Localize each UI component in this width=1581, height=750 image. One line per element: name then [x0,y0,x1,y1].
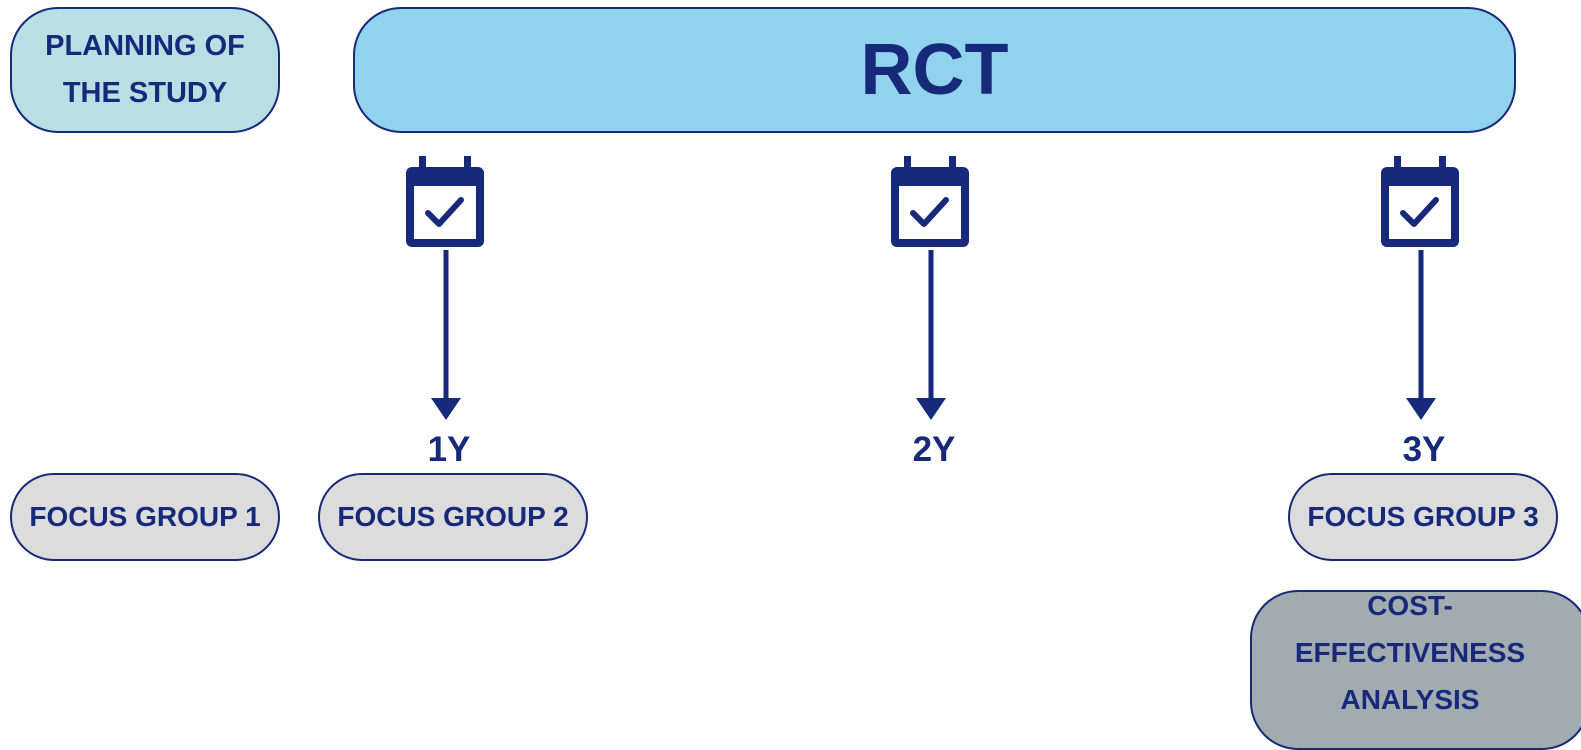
timepoint-label-2y: 2Y [912,430,956,469]
rct-banner: RCT [353,7,1516,133]
timepoint-label-3y: 3Y [1402,430,1446,469]
down-arrow-icon [916,250,946,420]
calendar-check-icon [406,156,484,247]
calendar-check-icon [891,156,969,247]
focus-group-1-box: FOCUS GROUP 1 [10,473,280,561]
cost-effectiveness-line2: EFFECTIVENESS [1294,636,1526,668]
focus-group-label: FOCUS GROUP 2 [337,501,569,532]
planning-label-line2: THE STUDY [62,77,228,109]
focus-group-2-box: FOCUS GROUP 2 [318,473,588,561]
cost-effectiveness-line3: ANALYSIS [1340,683,1480,715]
planning-box: PLANNING OF THE STUDY [10,7,280,133]
planning-label-line1: PLANNING OF [45,30,245,62]
focus-group-3-box: FOCUS GROUP 3 [1288,473,1558,561]
timepoint-label-1y: 1Y [427,430,471,469]
cost-effectiveness-line1: COST- [1367,589,1453,621]
calendar-check-icon [1381,156,1459,247]
down-arrow-icon [431,250,461,420]
focus-group-label: FOCUS GROUP 3 [1307,501,1539,532]
down-arrow-icon [1406,250,1436,420]
cost-effectiveness-box: COST- EFFECTIVENESS ANALYSIS [1250,590,1581,750]
rct-label: RCT [860,30,1009,110]
focus-group-label: FOCUS GROUP 1 [29,501,261,532]
